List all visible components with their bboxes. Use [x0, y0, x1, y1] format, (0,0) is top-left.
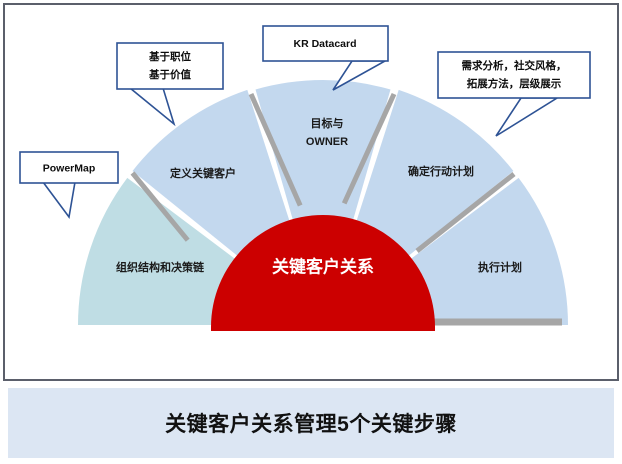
segment-label-2: 定义关键客户	[170, 166, 236, 180]
segment-label-4: 确定行动计划	[408, 164, 474, 178]
callout-position-value-box	[116, 42, 224, 90]
segment-label-3a: 目标与	[311, 116, 344, 130]
segment-dividers	[130, 92, 562, 326]
segment-label-3b: OWNER	[306, 136, 348, 148]
callout-analysis-methods[interactable]: 需求分析，社交风格， 拓展方法，层级展示	[437, 51, 591, 137]
segment-label-1: 组织结构和决策链	[116, 260, 205, 274]
callout-analysis-methods-line2: 拓展方法，层级展示	[467, 77, 562, 90]
hub-core[interactable]: 关键客户关系	[211, 215, 435, 331]
callout-powermap-label: PowerMap	[43, 162, 96, 174]
callout-analysis-methods-box	[437, 51, 591, 99]
footer-title-text: 关键客户关系管理5个关键步骤	[165, 413, 457, 436]
segment-shape-3	[255, 80, 391, 326]
callout-kr-datacard-label: KR Datacard	[293, 38, 356, 50]
callout-powermap-box	[19, 151, 119, 184]
callout-kr-datacard[interactable]: KR Datacard	[262, 25, 389, 91]
callout-kr-datacard-box	[262, 25, 389, 62]
callout-analysis-methods-line1: 需求分析，社交风格，	[462, 59, 567, 72]
segment-goal-owner[interactable]: 目标与 OWNER	[255, 80, 391, 326]
callout-position-value-line1: 基于职位	[148, 50, 191, 63]
callout-position-value-line2: 基于价值	[148, 68, 191, 81]
callout-position-value[interactable]: 基于职位 基于价值	[116, 42, 224, 127]
hub-shape	[211, 215, 435, 331]
segment-label-5: 执行计划	[478, 260, 522, 274]
hub-label: 关键客户关系	[272, 256, 374, 276]
footer-title-bar: 关键客户关系管理5个关键步骤	[8, 388, 614, 458]
callout-powermap[interactable]: PowerMap	[19, 151, 119, 219]
